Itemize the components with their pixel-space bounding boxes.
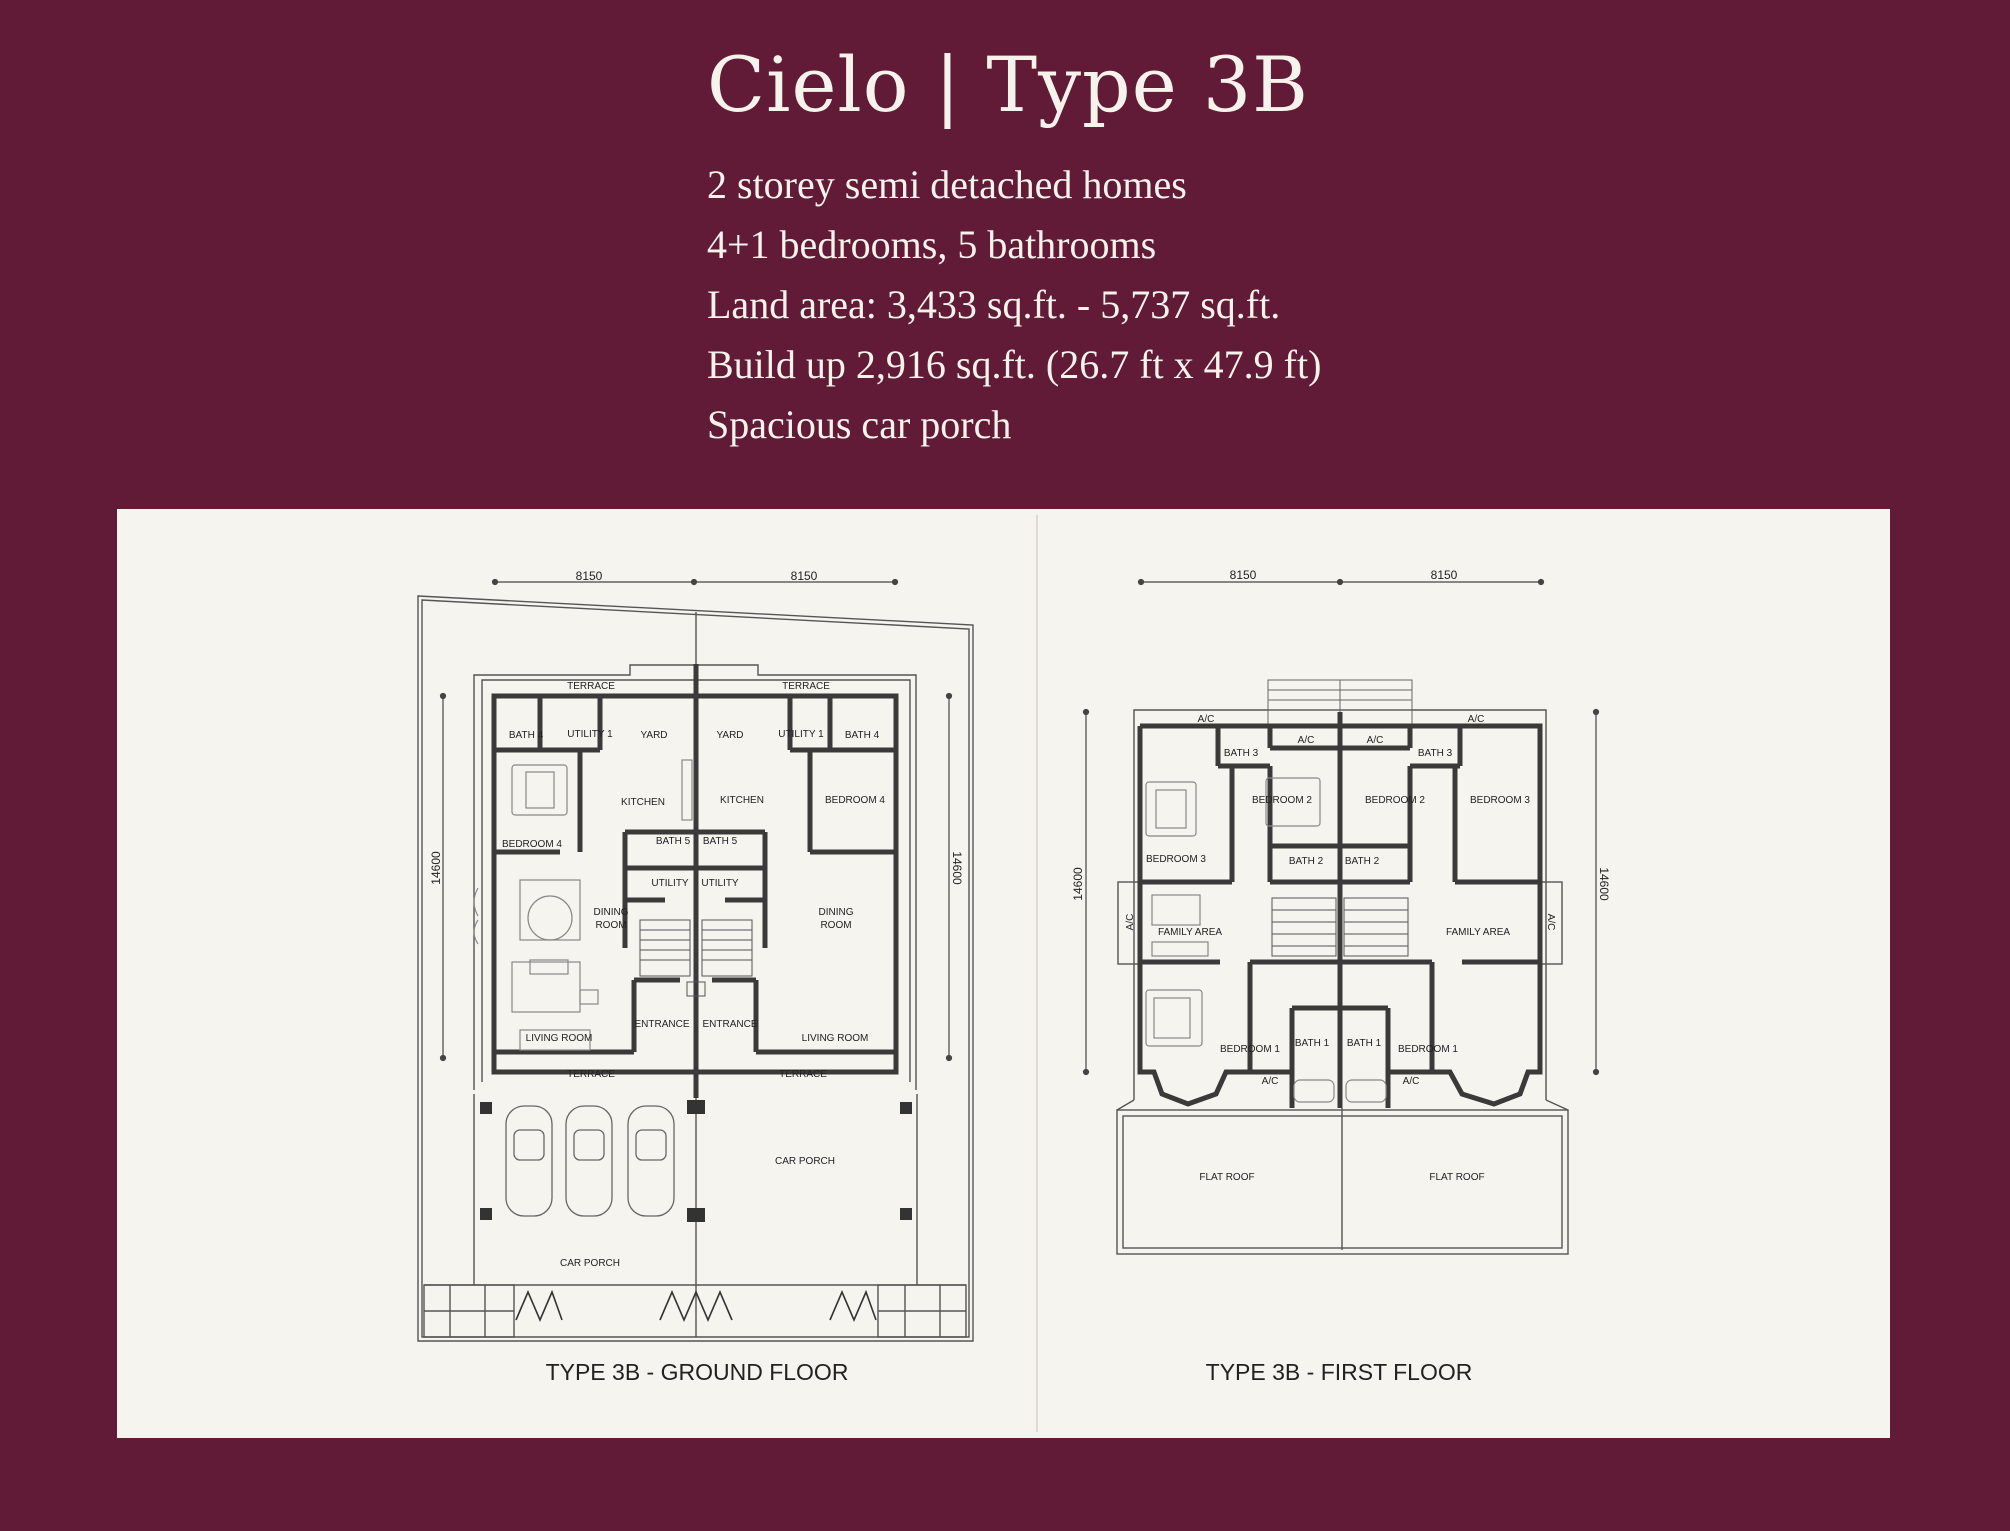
ff-ac-mid-right: A/C bbox=[1367, 735, 1384, 746]
ff-bath2-right: BATH 2 bbox=[1345, 856, 1380, 867]
spec-build-up: Build up 2,916 sq.ft. (26.7 ft x 47.9 ft… bbox=[707, 342, 1322, 387]
ground-dim-depth-right: 14600 bbox=[950, 851, 964, 885]
first-dim-depth-left: 14600 bbox=[1071, 867, 1085, 901]
spec-list: 2 storey semi detached homes 4+1 bedroom… bbox=[707, 155, 1321, 455]
gf-bedroom4-right: BEDROOM 4 bbox=[825, 795, 885, 806]
ground-dimensions bbox=[439, 578, 953, 1062]
ff-flatroof-left: FLAT ROOF bbox=[1199, 1172, 1254, 1183]
gf-carporch-right: CAR PORCH bbox=[775, 1156, 835, 1167]
ff-bedroom1-left: BEDROOM 1 bbox=[1220, 1044, 1280, 1055]
ground-gates bbox=[515, 1289, 877, 1323]
gf-living-right: LIVING ROOM bbox=[802, 1033, 869, 1044]
first-furniture bbox=[1145, 777, 1387, 1103]
ff-bath2-left: BATH 2 bbox=[1289, 856, 1324, 867]
gf-dining-right-line2: ROOM bbox=[820, 920, 851, 931]
ff-bedroom2-left: BEDROOM 2 bbox=[1252, 795, 1312, 806]
ff-bath3-right: BATH 3 bbox=[1418, 748, 1453, 759]
ground-dim-width-left: 8150 bbox=[576, 569, 603, 583]
gf-kitchen-right: KITCHEN bbox=[720, 795, 764, 806]
first-floor-caption: TYPE 3B - FIRST FLOOR bbox=[1205, 1359, 1473, 1385]
ground-furniture bbox=[473, 759, 693, 1051]
ff-bath1-left: BATH 1 bbox=[1295, 1038, 1330, 1049]
gf-living-left: LIVING ROOM bbox=[526, 1033, 593, 1044]
ground-dim-depth-left: 14600 bbox=[429, 851, 443, 885]
gf-yard-left: YARD bbox=[640, 730, 667, 741]
gf-dining-left-line2: ROOM bbox=[595, 920, 626, 931]
ground-columns bbox=[480, 1100, 912, 1222]
first-dim-depth-right: 14600 bbox=[1597, 867, 1611, 901]
first-walls bbox=[1137, 712, 1543, 1108]
gf-utility-right: UTILITY bbox=[701, 878, 739, 889]
ff-bedroom3-left: BEDROOM 3 bbox=[1146, 854, 1206, 865]
gf-terrace-back-left: TERRACE bbox=[567, 681, 615, 692]
ff-ac-top-left: A/C bbox=[1198, 714, 1215, 725]
gf-bedroom4-left: BEDROOM 4 bbox=[502, 839, 562, 850]
ground-stairs bbox=[639, 919, 753, 997]
gf-kitchen-left: KITCHEN bbox=[621, 797, 665, 808]
first-floor-plan: 8150 8150 14600 14600 bbox=[1071, 568, 1611, 1255]
gf-carporch-left: CAR PORCH bbox=[560, 1258, 620, 1269]
ff-ac-bottom-left: A/C bbox=[1262, 1076, 1279, 1087]
spec-land-area: Land area: 3,433 sq.ft. - 5,737 sq.ft. bbox=[707, 282, 1281, 327]
ff-ac-mid-left: A/C bbox=[1298, 735, 1315, 746]
ff-flatroof-right: FLAT ROOF bbox=[1429, 1172, 1484, 1183]
gf-bath4-right: BATH 4 bbox=[845, 730, 880, 741]
gf-utility1-right: UTILITY 1 bbox=[778, 729, 824, 740]
ground-dim-width-right: 8150 bbox=[791, 569, 818, 583]
gf-utility-left: UTILITY bbox=[651, 878, 689, 889]
gf-utility1-left: UTILITY 1 bbox=[567, 729, 613, 740]
ff-bath3-left: BATH 3 bbox=[1224, 748, 1259, 759]
gf-dining-right-line1: DINING bbox=[819, 907, 854, 918]
ff-ac-side-left: A/C bbox=[1125, 914, 1136, 931]
ground-floor-caption: TYPE 3B - GROUND FLOOR bbox=[545, 1359, 849, 1385]
gf-dining-left-line1: DINING bbox=[594, 907, 629, 918]
ff-bedroom3-right: BEDROOM 3 bbox=[1470, 795, 1530, 806]
spec-storey: 2 storey semi detached homes bbox=[707, 162, 1187, 207]
ground-cars bbox=[505, 1105, 675, 1217]
ff-bedroom2-right: BEDROOM 2 bbox=[1365, 795, 1425, 806]
first-dimensions bbox=[1082, 578, 1600, 1076]
ground-walls bbox=[491, 664, 899, 1098]
ff-ac-top-right: A/C bbox=[1468, 714, 1485, 725]
ff-bath1-right: BATH 1 bbox=[1347, 1038, 1382, 1049]
gf-terrace-front-left: TERRACE bbox=[567, 1069, 615, 1080]
gf-terrace-front-right: TERRACE bbox=[779, 1069, 827, 1080]
first-dim-width-right: 8150 bbox=[1431, 568, 1458, 582]
first-dim-width-left: 8150 bbox=[1230, 568, 1257, 582]
gf-entrance-right: ENTRANCE bbox=[702, 1019, 757, 1030]
ff-ac-bottom-right: A/C bbox=[1403, 1076, 1420, 1087]
spec-car-porch: Spacious car porch bbox=[707, 402, 1012, 447]
ground-floor-plan: 8150 8150 14600 14600 bbox=[417, 569, 974, 1342]
floor-plan-panel bbox=[117, 509, 1890, 1438]
page-title: Cielo | Type 3B bbox=[707, 40, 1310, 129]
ff-ac-side-right: A/C bbox=[1545, 914, 1556, 931]
gf-yard-right: YARD bbox=[716, 730, 743, 741]
first-stairs bbox=[1271, 897, 1409, 957]
gf-bath5-right: BATH 5 bbox=[703, 836, 738, 847]
ff-family-left: FAMILY AREA bbox=[1158, 927, 1222, 938]
gf-bath5-left: BATH 5 bbox=[656, 836, 691, 847]
gf-terrace-back-right: TERRACE bbox=[782, 681, 830, 692]
spec-rooms: 4+1 bedrooms, 5 bathrooms bbox=[707, 222, 1157, 267]
gf-bath4-left: BATH 4 bbox=[509, 730, 544, 741]
gf-entrance-left: ENTRANCE bbox=[634, 1019, 689, 1030]
ff-bedroom1-right: BEDROOM 1 bbox=[1398, 1044, 1458, 1055]
ff-family-right: FAMILY AREA bbox=[1446, 927, 1510, 938]
